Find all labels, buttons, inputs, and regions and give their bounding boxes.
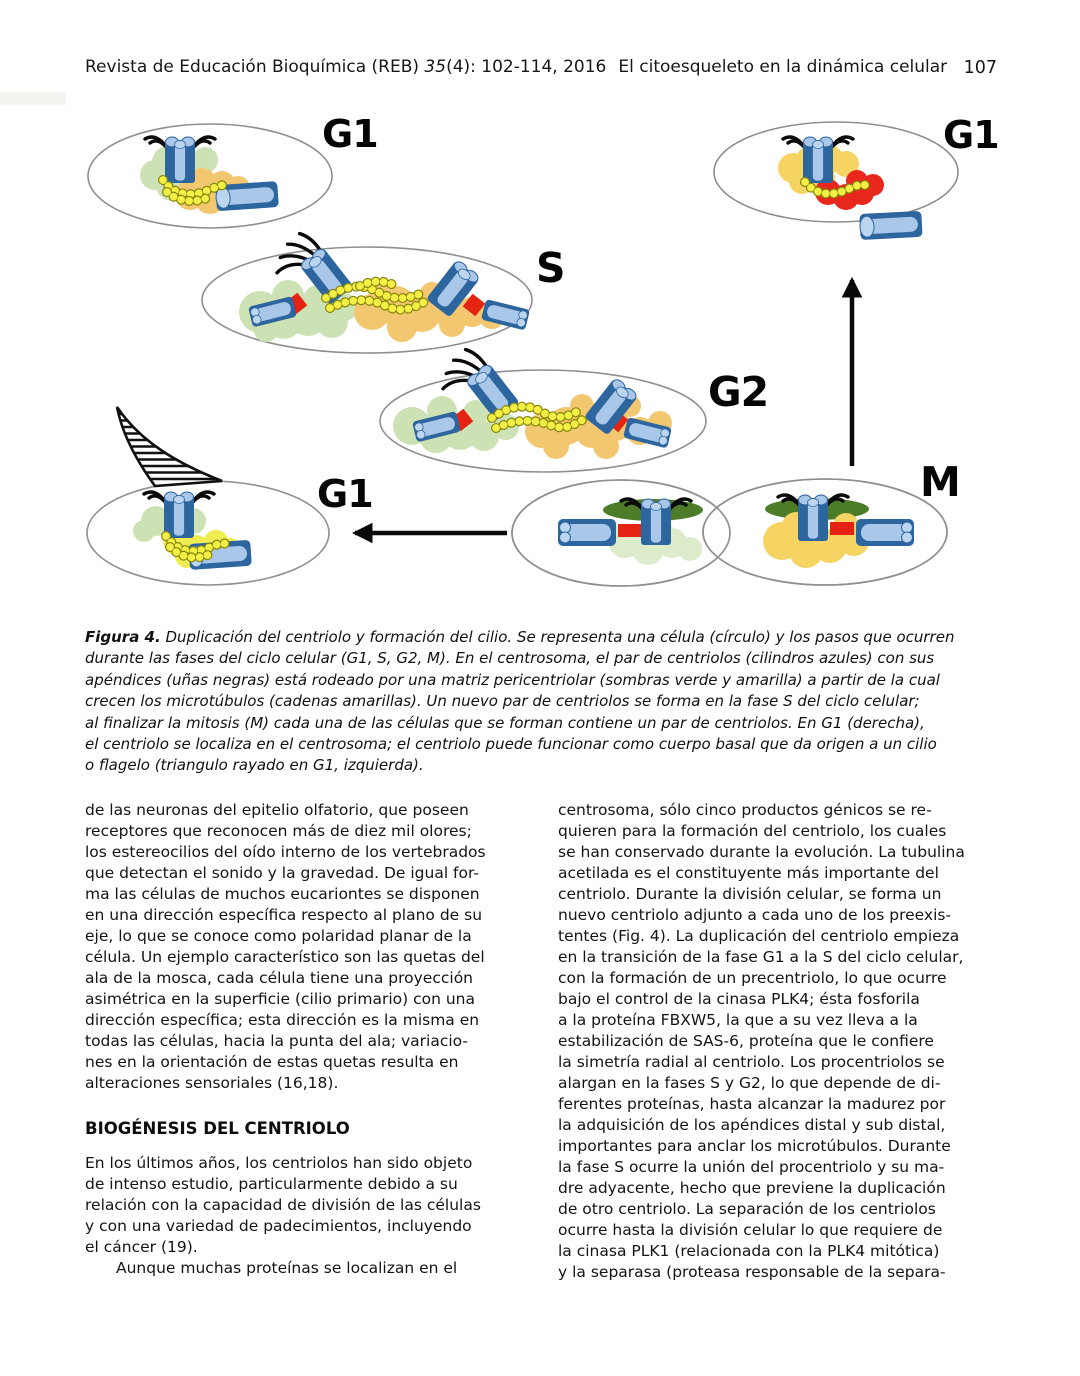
microtubule-chains bbox=[800, 177, 871, 199]
centriole-connector bbox=[462, 293, 486, 317]
cell-g1-top-right: G1 bbox=[713, 113, 1000, 241]
left-column: de las neuronas del epitelio olfatorio, … bbox=[85, 800, 547, 1279]
cell-s-phase: S bbox=[201, 228, 566, 354]
cell-m-phase: M bbox=[511, 458, 961, 587]
daughter-cell-right bbox=[763, 493, 915, 568]
page-header: Revista de Educación Bioquímica (REB) 35… bbox=[85, 57, 997, 78]
figure-4: G1 bbox=[60, 100, 1020, 620]
daughter-centriole bbox=[855, 518, 915, 547]
cell-g1-bottom-left: G1 bbox=[86, 406, 374, 586]
phase-label-g2: G2 bbox=[708, 368, 768, 416]
body-paragraph: Aunque muchas proteínas se localizan en … bbox=[116, 1259, 458, 1277]
section-heading: BIOGÉNESIS DEL CENTRIOLO bbox=[85, 1119, 350, 1138]
phase-label-g1-top-left: G1 bbox=[322, 112, 378, 156]
cell-g1-top-left: G1 bbox=[87, 112, 379, 229]
daughter-centriole bbox=[858, 210, 924, 241]
journal-issue: (4): 102-114, 2016 bbox=[446, 57, 607, 77]
body-paragraph: En los últimos años, los centriolos han … bbox=[85, 1154, 481, 1256]
page-number: 107 bbox=[963, 58, 997, 78]
microtubule-chains bbox=[158, 175, 233, 206]
journal-name: Revista de Educación Bioquímica (REB) bbox=[85, 57, 420, 77]
centriole-cycle-diagram: G1 bbox=[86, 112, 1000, 587]
cilium-flagellum bbox=[115, 406, 223, 488]
figure-caption-label: Figura 4. bbox=[85, 628, 161, 646]
phase-label-s: S bbox=[536, 244, 565, 292]
daughter-centriole bbox=[557, 518, 617, 547]
daughter-cell-left bbox=[557, 497, 703, 565]
microtubule-chains bbox=[487, 401, 589, 433]
cell-g2-phase: G2 bbox=[379, 344, 769, 473]
running-title: El citoesqueleto en la dinámica celular bbox=[618, 57, 948, 77]
phase-label-g1-bottom: G1 bbox=[317, 472, 373, 516]
phase-label-g1-top-right: G1 bbox=[943, 113, 999, 157]
figure-caption: Figura 4. Duplicación del centriolo y fo… bbox=[85, 627, 1011, 777]
scan-artifact bbox=[0, 92, 66, 105]
body-paragraph: centrosoma, sólo cinco productos génicos… bbox=[558, 801, 965, 1281]
figure-caption-text: Duplicación del centriolo y formación de… bbox=[85, 628, 955, 775]
microtubule-chains bbox=[161, 531, 235, 563]
phase-label-m: M bbox=[920, 458, 960, 506]
journal-volume: 35 bbox=[419, 57, 447, 77]
centriole-connector bbox=[618, 524, 642, 537]
right-column: centrosoma, sólo cinco productos génicos… bbox=[558, 800, 1020, 1283]
microtubule-chains bbox=[321, 276, 431, 315]
centriole-connector bbox=[830, 522, 854, 535]
body-paragraph: de las neuronas del epitelio olfatorio, … bbox=[85, 801, 486, 1092]
